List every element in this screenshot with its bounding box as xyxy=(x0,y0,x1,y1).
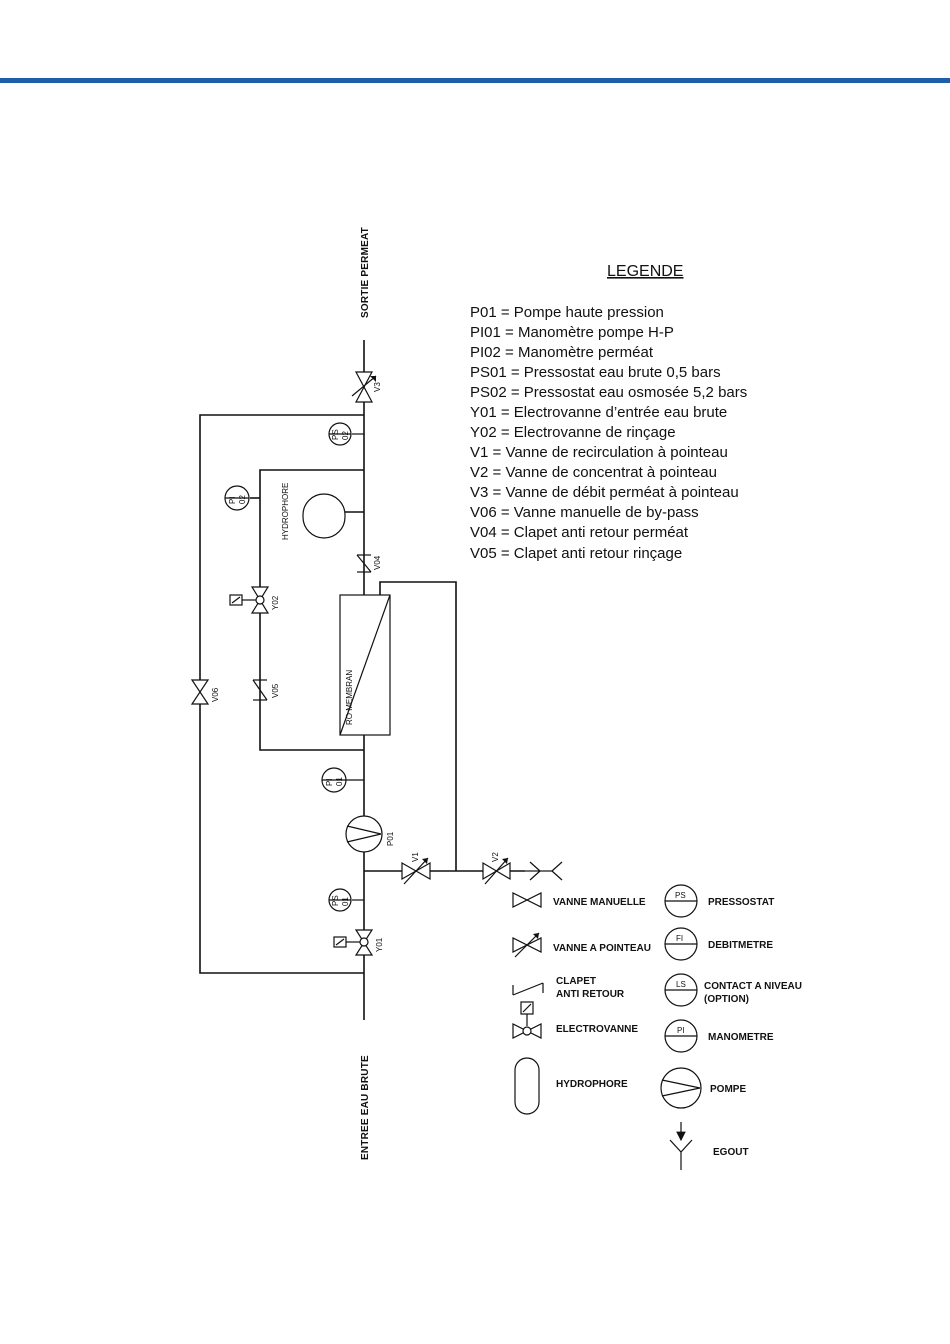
y01-tag: Y01 xyxy=(375,937,384,952)
key-hydrophore: HYDROPHORE xyxy=(514,1057,628,1115)
key-level-label-1: CONTACT A NIVEAU xyxy=(704,981,802,992)
v06-tag: V06 xyxy=(211,687,220,702)
legend-item: V2 = Vanne de concentrat à pointeau xyxy=(470,464,717,481)
key-manual-valve: VANNE MANUELLE xyxy=(512,892,646,908)
membrane-tag: RO MEMBRAN xyxy=(345,670,354,725)
legend-item: Y01 = Electrovanne d’entrée eau brute xyxy=(470,404,727,421)
legend-item: P01 = Pompe haute pression xyxy=(470,304,664,321)
v3-needle-valve: V3 xyxy=(351,371,382,403)
p01-pump: P01 xyxy=(345,815,395,853)
key-manual-valve-label: VANNE MANUELLE xyxy=(553,897,646,908)
outlet-label: SORTIE PERMEAT xyxy=(360,227,371,318)
legend-item: PI01 = Manomètre pompe H-P xyxy=(470,324,674,341)
v1-tag: V1 xyxy=(411,852,420,862)
legend-item: PI02 = Manomètre perméat xyxy=(470,344,654,361)
ps01-tag-bottom: 01 xyxy=(341,897,350,906)
ps01-pressostat: PS 01 xyxy=(328,888,364,912)
key-pressostat-tag: PS xyxy=(675,891,686,900)
key-gauge-tag: PI xyxy=(677,1026,685,1035)
v1-needle-valve: V1 xyxy=(401,852,431,885)
key-pump: POMPE xyxy=(660,1067,746,1109)
key-pressostat: PS PRESSOSTAT xyxy=(664,884,774,918)
v05-tag: V05 xyxy=(271,683,280,698)
p01-tag: P01 xyxy=(386,831,395,846)
key-drain-label: EGOUT xyxy=(713,1147,749,1158)
v04-check-valve: V04 xyxy=(356,554,382,573)
drain-outlet xyxy=(525,861,563,881)
v2-needle-valve: V2 xyxy=(482,852,511,885)
key-pump-label: POMPE xyxy=(710,1084,746,1095)
pi01-gauge: PI 01 xyxy=(321,767,364,793)
symbol-key: VANNE MANUELLE VANNE A POINTEAU CLAPET A… xyxy=(512,884,802,1170)
key-flowmeter-tag: FI xyxy=(676,934,683,943)
key-drain: EGOUT xyxy=(669,1122,749,1170)
key-flowmeter: FI DEBITMETRE xyxy=(664,927,773,961)
ro-membrane: RO MEMBRAN xyxy=(339,594,391,736)
v04-tag: V04 xyxy=(373,555,382,570)
key-manometer: PI MANOMETRE xyxy=(664,1019,774,1053)
hydrophore-tag: HYDROPHORE xyxy=(281,483,290,540)
y02-tag: Y02 xyxy=(271,595,280,610)
ps02-pressostat: PS 02 xyxy=(328,422,364,446)
pi02-tag-bottom: 02 xyxy=(238,495,247,504)
key-level-tag: LS xyxy=(676,980,686,989)
pi01-tag-top: PI xyxy=(325,778,334,786)
inlet-label: ENTREE EAU BRUTE xyxy=(360,1055,371,1160)
legend-item: V1 = Vanne de recirculation à pointeau xyxy=(470,444,728,461)
legend-item: V3 = Vanne de débit perméat à pointeau xyxy=(470,484,739,501)
key-manometer-label: MANOMETRE xyxy=(708,1032,774,1043)
ps02-tag-bottom: 02 xyxy=(341,431,350,440)
v2-tag: V2 xyxy=(491,852,500,862)
legend-item: V04 = Clapet anti retour perméat xyxy=(470,524,689,541)
pi02-gauge: PI 02 xyxy=(224,485,250,511)
key-hydrophore-label: HYDROPHORE xyxy=(556,1079,628,1090)
pi01-tag-bottom: 01 xyxy=(335,777,344,786)
y01-solenoid-valve: Y01 xyxy=(333,929,384,956)
key-pressostat-label: PRESSOSTAT xyxy=(708,897,774,908)
legend-item: V05 = Clapet anti retour rinçage xyxy=(470,545,682,562)
key-level-contact: LS CONTACT A NIVEAU (OPTION) xyxy=(664,973,802,1007)
concentrate-line xyxy=(379,581,457,871)
key-check-valve-label-2: ANTI RETOUR xyxy=(556,989,625,1000)
v06-manual-valve: V06 xyxy=(190,679,220,705)
legend-item: PS01 = Pressostat eau brute 0,5 bars xyxy=(470,364,721,381)
key-solenoid-valve-label: ELECTROVANNE xyxy=(556,1024,638,1035)
key-check-valve: CLAPET ANTI RETOUR xyxy=(512,976,625,1000)
header-accent-bar xyxy=(0,78,950,83)
hydrophore-tank: HYDROPHORE xyxy=(281,483,346,540)
key-level-label-2: (OPTION) xyxy=(704,994,749,1005)
ps01-tag-top: PS xyxy=(331,895,340,906)
legend-title: LEGENDE xyxy=(607,263,683,280)
legend-item: PS02 = Pressostat eau osmosée 5,2 bars xyxy=(470,384,747,401)
key-needle-valve-label: VANNE A POINTEAU xyxy=(553,943,651,954)
pi02-tag-top: PI xyxy=(228,496,237,504)
y02-solenoid-valve: Y02 xyxy=(229,586,280,614)
key-solenoid-valve: ELECTROVANNE xyxy=(512,1001,638,1039)
legend: LEGENDE P01 = Pompe haute pression PI01 … xyxy=(470,263,747,562)
legend-item: V06 = Vanne manuelle de by-pass xyxy=(470,504,699,521)
ps02-tag-top: PS xyxy=(331,429,340,440)
legend-item: Y02 = Electrovanne de rinçage xyxy=(470,424,676,441)
v3-tag: V3 xyxy=(373,382,382,392)
key-flowmeter-label: DEBITMETRE xyxy=(708,940,773,951)
v05-check-valve: V05 xyxy=(252,679,280,701)
key-needle-valve: VANNE A POINTEAU xyxy=(512,932,651,958)
key-check-valve-label-1: CLAPET xyxy=(556,976,596,987)
